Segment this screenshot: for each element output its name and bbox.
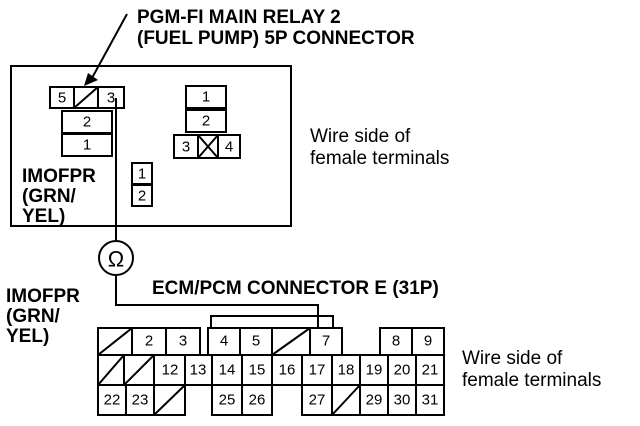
title-leader-line [91, 13, 128, 79]
ecm-pin-13 [184, 354, 213, 386]
title-arrowhead [84, 73, 98, 86]
ecm-pin-4 [207, 327, 241, 356]
relay-pin-1-label: 1 [83, 137, 91, 154]
ecm-pin-2 [131, 327, 167, 356]
ecm-cell-slash [97, 327, 133, 356]
ecm-cell-slash [331, 384, 361, 416]
relay-empty-slash [73, 86, 99, 109]
ecm-pin-22-label: 22 [104, 392, 121, 409]
relay-5p-connector: 5 3 2 1 [49, 86, 125, 157]
ecm-pin-4-label: 4 [220, 333, 228, 350]
ecm-pin-9 [411, 327, 445, 356]
ecm-pin-14-label: 14 [219, 362, 236, 379]
small-pin-2-label: 2 [138, 188, 146, 205]
ecm-pin-19-label: 19 [366, 362, 383, 379]
ecm-pin-29-label: 29 [366, 392, 383, 409]
relay-wire-label-1: IMOFPR [22, 166, 96, 187]
ecm-pin-5 [239, 327, 273, 356]
relay-connector-frame [10, 65, 292, 227]
ecm-pin-7 [309, 327, 343, 356]
ecm-pin-18-label: 18 [338, 362, 355, 379]
ecm-pin-9-label: 9 [424, 333, 432, 350]
relay-pin-3 [97, 86, 125, 109]
ecm-pin-3-label: 3 [179, 333, 187, 350]
relay4-pin-4-label: 4 [225, 139, 233, 156]
ecm-connector: 2 3 4 5 7 8 9 12 13 14 15 16 17 18 19 [97, 327, 445, 416]
relay4-x-line-b [197, 134, 219, 159]
ecm-title: ECM/PCM CONNECTOR E (31P) [152, 278, 439, 299]
ecm-pin-7-label: 7 [322, 333, 330, 350]
small-pin-2 [131, 184, 153, 207]
relay-title-line1: PGM-FI MAIN RELAY 2 [137, 7, 341, 28]
ecm-pin-17 [301, 354, 333, 386]
ecm-wire-side-1: Wire side of [462, 348, 563, 369]
relay-wire-side-1: Wire side of [310, 126, 411, 147]
relay4-pin-2-label: 2 [202, 113, 210, 130]
ecm-wire-side-2: female terminals [462, 370, 601, 391]
ecm-pin-5-label: 5 [252, 333, 260, 350]
ecm-pin-23 [125, 384, 155, 416]
ecm-pin-26-label: 26 [249, 392, 266, 409]
ecm-pin-14 [211, 354, 243, 386]
relay-pin-5-label: 5 [58, 90, 66, 107]
relay-wire-label-2: (GRN/ [22, 186, 77, 207]
ecm-pin-27-label: 27 [309, 392, 326, 409]
ecm-cell-slash [123, 354, 155, 386]
ecm-pin-20 [387, 354, 417, 386]
ecm-cell-slash [97, 354, 125, 386]
ecm-pin-27 [301, 384, 333, 416]
ecm-pin-21-label: 21 [422, 362, 439, 379]
ecm-pin-26 [241, 384, 273, 416]
relay4-pin-4 [217, 134, 241, 159]
ecm-wire-label-2: (GRN/ [6, 306, 61, 327]
relay4-pin-2 [185, 109, 227, 133]
relay-title-line2: (FUEL PUMP) 5P CONNECTOR [137, 28, 415, 49]
ecm-pin-25-label: 25 [219, 392, 236, 409]
ecm-pin-30-label: 30 [394, 392, 411, 409]
relay-pin-2-label: 2 [83, 114, 91, 131]
ecm-key-tab [210, 315, 334, 328]
ecm-pin-12-label: 12 [162, 362, 179, 379]
ecm-pin-29 [359, 384, 389, 416]
relay4-pin-1-label: 1 [202, 89, 210, 106]
ecm-pin-13-label: 13 [190, 362, 207, 379]
ecm-pin-18 [331, 354, 361, 386]
relay4-pin-3-label: 3 [182, 139, 190, 156]
relay-pin-3-label: 3 [107, 90, 115, 107]
ecm-pin-15-label: 15 [249, 362, 266, 379]
ecm-cell-slash [153, 384, 186, 416]
ecm-wire-label-3: YEL) [6, 326, 49, 347]
ecm-pin-25 [211, 384, 243, 416]
relay4-pin-1 [185, 85, 227, 109]
ecm-pin-16-label: 16 [279, 362, 296, 379]
relay-pin-1 [61, 133, 113, 157]
ohm-symbol: Ω [108, 247, 124, 272]
relay-4p-connector: 1 2 3 4 [173, 85, 241, 159]
relay-wire-side-2: female terminals [310, 148, 449, 169]
ecm-pin-20-label: 20 [394, 362, 411, 379]
small-pin-1-label: 1 [138, 166, 146, 183]
probe-wire-lower [115, 275, 319, 332]
ecm-pin-23-label: 23 [132, 392, 149, 409]
relay-wire-label-3: YEL) [22, 206, 65, 227]
ecm-cell-slash [271, 327, 311, 356]
ecm-pin-31 [415, 384, 445, 416]
ecm-pin-31-label: 31 [422, 392, 439, 409]
ecm-pin-2-label: 2 [145, 333, 153, 350]
ecm-pin-16 [271, 354, 303, 386]
ecm-pin-8-label: 8 [392, 333, 400, 350]
ecm-pin-17-label: 17 [309, 362, 326, 379]
ecm-wire-label-1: IMOFPR [6, 286, 80, 307]
small-2p-connector: 1 2 [131, 162, 153, 207]
